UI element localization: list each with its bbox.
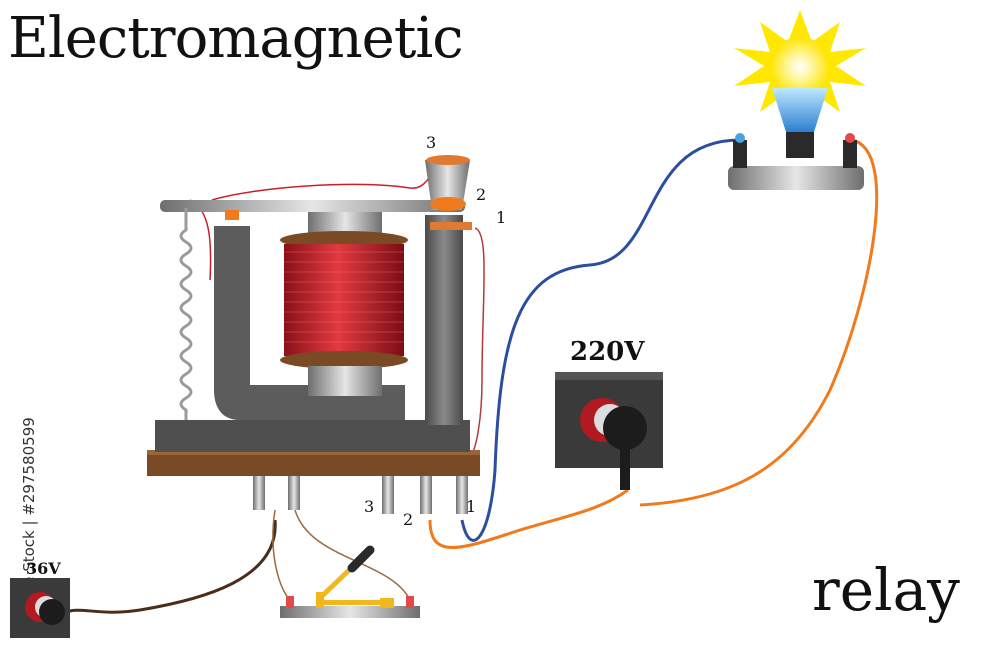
relay-contacts bbox=[425, 155, 472, 230]
relay-frame-bottom bbox=[155, 420, 470, 452]
outlet-220v bbox=[555, 372, 663, 490]
contact-label-1: 1 bbox=[496, 208, 506, 227]
title: Electromagnetic bbox=[8, 6, 464, 71]
terminal-label-3: 3 bbox=[364, 497, 374, 516]
outlet-36v bbox=[10, 578, 70, 638]
subtitle: relay bbox=[812, 556, 960, 624]
terminal-label-1: 1 bbox=[466, 497, 476, 516]
relay-terminals bbox=[253, 476, 468, 514]
relay-yoke bbox=[214, 226, 405, 420]
knife-switch bbox=[280, 545, 420, 618]
light-bulb bbox=[728, 10, 866, 190]
terminal-label-2: 2 bbox=[403, 510, 413, 529]
voltage-36v-label: 36V bbox=[26, 559, 61, 578]
lamp-base bbox=[728, 166, 864, 190]
armature-bar bbox=[160, 200, 465, 212]
switch-wire-2 bbox=[294, 509, 411, 601]
blue-wire-top bbox=[469, 227, 485, 459]
return-spring bbox=[179, 208, 193, 420]
core-bottom bbox=[308, 366, 382, 396]
relay-frame-right bbox=[425, 215, 463, 425]
orange-wire-lamp bbox=[639, 138, 879, 507]
top-wire-red bbox=[211, 164, 439, 201]
wires bbox=[58, 138, 879, 621]
voltage-220v-label: 220V bbox=[570, 337, 645, 367]
blue-wire bbox=[460, 138, 741, 542]
contact-label-2: 2 bbox=[476, 185, 486, 204]
relay-coil bbox=[284, 244, 404, 356]
brown-wire bbox=[58, 519, 277, 621]
coil-windings bbox=[284, 251, 404, 343]
orange-wire-relay bbox=[428, 488, 629, 549]
contact-label-3: 3 bbox=[426, 133, 436, 152]
